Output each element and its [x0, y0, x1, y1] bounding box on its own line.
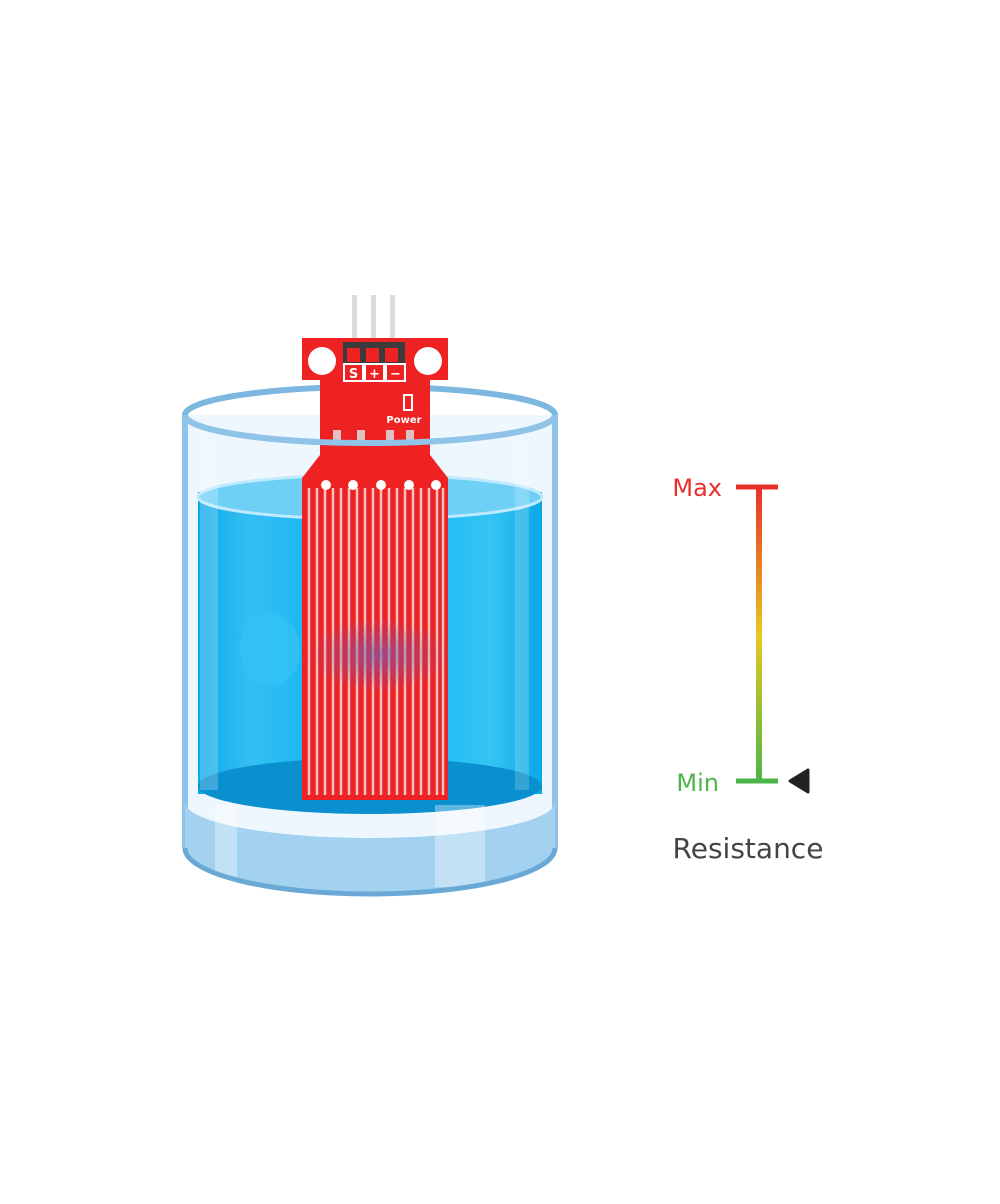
pin-wire: [390, 295, 395, 355]
trace-pad: [321, 480, 331, 490]
pin-label-plus: +: [369, 367, 380, 382]
water-blur: [240, 614, 300, 686]
trace-pad: [348, 480, 358, 490]
beaker-front: [182, 414, 558, 897]
scale-caption: Resistance: [673, 832, 824, 865]
scale-max-label: Max: [672, 474, 722, 502]
trace-pad: [431, 480, 441, 490]
pin-label-minus: −: [390, 367, 401, 382]
beaker-base: [185, 802, 555, 894]
submerged-blur: [306, 617, 450, 693]
pointer-triangle-icon: [788, 768, 810, 794]
mounting-hole: [308, 347, 336, 375]
pin-label-signal: S: [349, 367, 358, 382]
pin-header: [343, 342, 405, 364]
trace-pad: [376, 480, 386, 490]
resistance-scale: Max Min Resistance: [672, 474, 823, 865]
power-label: Power: [386, 415, 421, 426]
power-led: [403, 394, 413, 411]
trace-pad: [404, 480, 414, 490]
beaker-rim-front: [182, 414, 558, 446]
scale-bar: [756, 486, 762, 782]
pin-wire: [352, 295, 357, 355]
pin-label-box: S + −: [343, 363, 406, 382]
water-level-sensor: S + − Power: [302, 295, 450, 800]
scale-min-label: Min: [676, 769, 719, 797]
mounting-hole: [414, 347, 442, 375]
pin-wire: [371, 295, 376, 355]
smd-components: [333, 430, 414, 442]
